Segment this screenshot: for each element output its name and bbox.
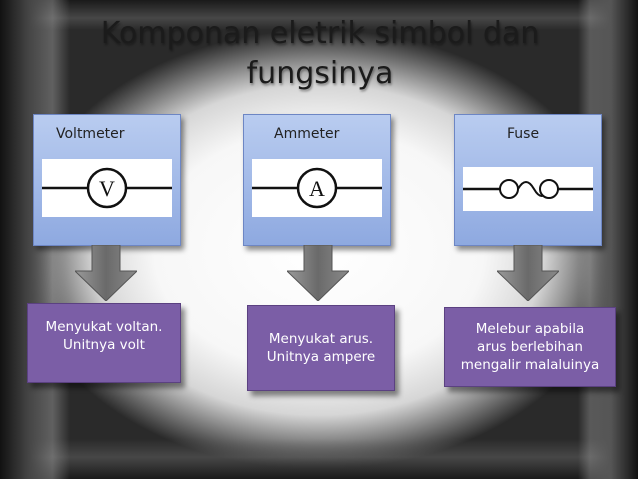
card-label: Voltmeter bbox=[56, 126, 125, 142]
description-voltmeter: Menyukat voltan. Unitnya volt bbox=[27, 303, 181, 383]
description-fuse: Melebur apabila arus berlebihan mengalir… bbox=[444, 307, 616, 387]
ammeter-symbol-svg: A bbox=[252, 167, 382, 209]
card-label: Fuse bbox=[507, 126, 540, 142]
card-ammeter: Ammeter A bbox=[243, 114, 391, 246]
ammeter-letter: A bbox=[309, 176, 325, 201]
description-line: Menyukat voltan. bbox=[45, 319, 163, 335]
card-fuse: Fuse bbox=[454, 114, 602, 246]
description-line: Unitnya ampere bbox=[266, 349, 376, 365]
ammeter-symbol: A bbox=[252, 159, 382, 217]
description-line: mengalir malaluinya bbox=[460, 357, 600, 373]
voltmeter-symbol: V bbox=[42, 159, 172, 217]
grunge-border-top bbox=[0, 0, 638, 30]
voltmeter-letter: V bbox=[99, 176, 115, 201]
card-voltmeter: Voltmeter V bbox=[33, 114, 181, 246]
description-line: Menyukat arus. bbox=[268, 331, 374, 347]
down-arrow-icon bbox=[75, 245, 137, 301]
fuse-symbol-svg bbox=[463, 179, 593, 199]
description-line: arus berlebihan bbox=[477, 339, 583, 355]
description-line: Melebur apabila bbox=[475, 321, 585, 337]
description-line: Unitnya volt bbox=[63, 337, 145, 353]
down-arrow-icon bbox=[497, 245, 559, 301]
down-arrow-icon bbox=[287, 245, 349, 301]
title-line-2: fungsinya bbox=[246, 56, 394, 91]
fuse-symbol bbox=[463, 167, 593, 211]
grunge-border-bottom bbox=[0, 439, 638, 479]
title-line-1: Komponan eletrik simbol dan bbox=[100, 16, 540, 51]
slide-title: Komponan eletrik simbol dan fungsinya bbox=[60, 14, 580, 94]
description-ammeter: Menyukat arus. Unitnya ampere bbox=[247, 305, 395, 391]
voltmeter-symbol-svg: V bbox=[42, 167, 172, 209]
card-label: Ammeter bbox=[274, 126, 340, 142]
